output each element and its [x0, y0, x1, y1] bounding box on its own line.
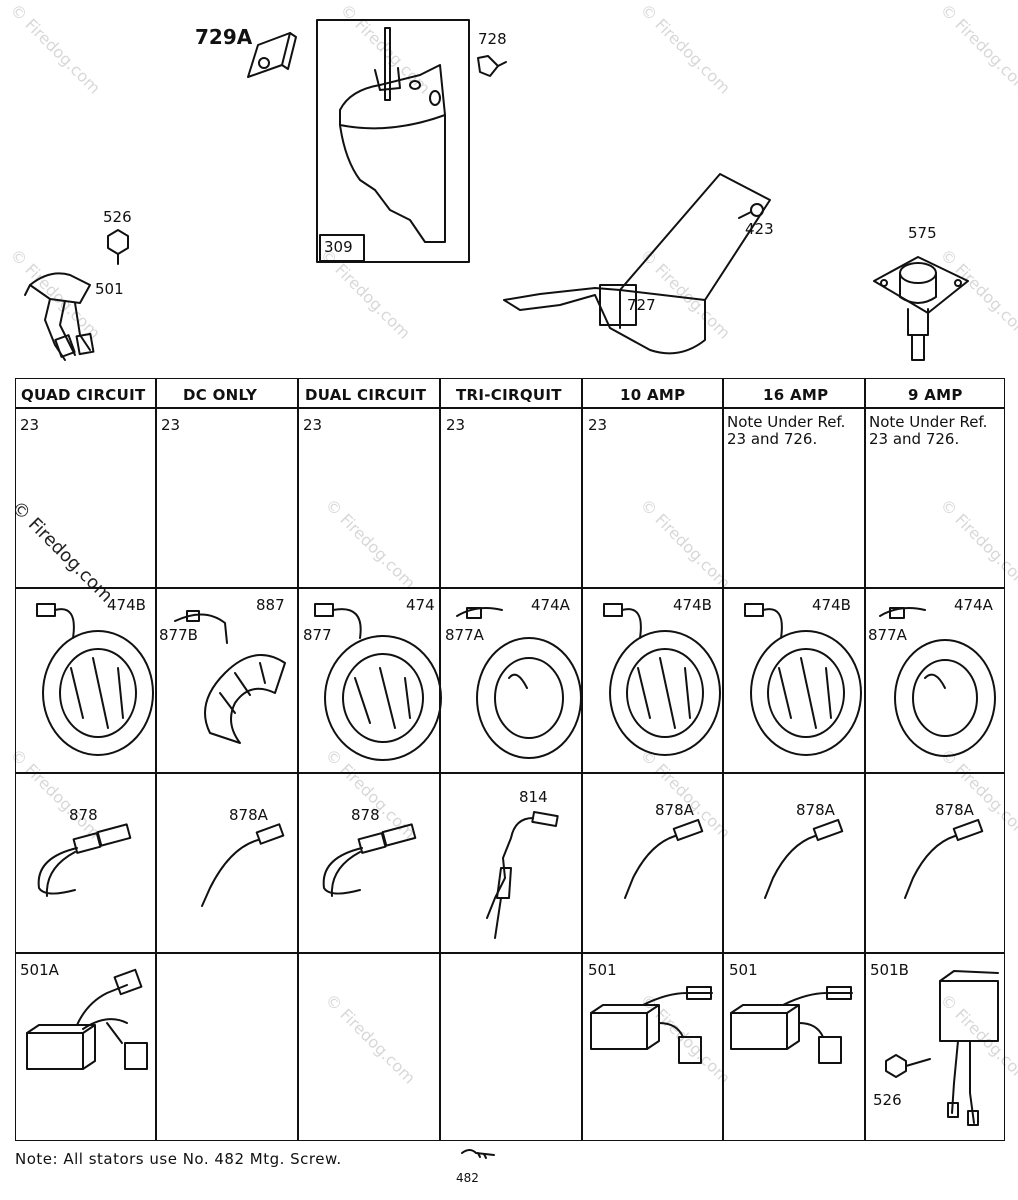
stator-ref: 474A	[954, 596, 993, 614]
harness-drawing	[322, 823, 417, 897]
stator-ref: 474	[406, 596, 435, 614]
regulator-drawing	[885, 970, 999, 1126]
harness-ref: 878A	[229, 806, 268, 824]
harness-drawing	[904, 818, 984, 899]
watermark: © Firedog.com	[6, 0, 105, 98]
regulator-ref: 501B	[870, 961, 909, 979]
engine-block-309-frame	[316, 19, 470, 263]
ref-23: 23	[161, 416, 181, 434]
ref-23: 23	[588, 416, 608, 434]
stator-table: QUAD CIRCUIT DC ONLY DUAL CIRCUIT TRI-CI…	[15, 378, 1005, 1141]
nut-ref: 526	[873, 1091, 902, 1109]
callout-526-top: 526	[103, 208, 132, 226]
callout-729a: 729A	[195, 25, 253, 49]
callout-309-box	[319, 234, 365, 262]
harness-ref: 878A	[796, 801, 835, 819]
regulator-drawing	[26, 968, 148, 1070]
harness-drawing	[624, 818, 704, 899]
screw-ref-482: 482	[456, 1171, 479, 1185]
callout-727: 727	[627, 296, 656, 314]
regulator-ref: 501A	[20, 961, 59, 979]
header-16-amp: 16 AMP	[763, 386, 829, 404]
regulator-ref: 501	[588, 961, 617, 979]
stator-lead-ref: 877A	[868, 626, 907, 644]
footer-note: Note: All stators use No. 482 Mtg. Screw…	[15, 1150, 342, 1168]
header-tri-circuit: TRI-CIRQUIT	[456, 386, 562, 404]
harness-ref: 878	[69, 806, 98, 824]
callout-728: 728	[478, 30, 507, 48]
harness-ref: 878A	[655, 801, 694, 819]
screw-423-drawing	[738, 203, 764, 219]
callout-575: 575	[908, 224, 937, 242]
stator-ref: 474B	[107, 596, 146, 614]
stator-drawing	[879, 607, 996, 757]
stator-lead-ref: 877A	[445, 626, 484, 644]
stator-drawing	[314, 603, 442, 761]
stator-ref: 474B	[673, 596, 712, 614]
header-dc-only: DC ONLY	[183, 386, 258, 404]
stator-lead-ref: 877B	[159, 626, 198, 644]
screw-728-drawing	[477, 55, 507, 77]
ref-23-note: Note Under Ref. 23 and 726.	[727, 413, 846, 448]
harness-drawing	[201, 823, 285, 907]
ref-23: 23	[446, 416, 466, 434]
stator-drawing	[603, 603, 721, 756]
regulator-ref: 501	[729, 961, 758, 979]
callout-423: 423	[745, 220, 774, 238]
header-quad-circuit: QUAD CIRCUIT	[21, 386, 146, 404]
watermark: © Firedog.com	[636, 0, 735, 98]
table-lines	[15, 378, 1005, 1141]
harness-drawing	[486, 810, 559, 939]
callout-309: 309	[324, 238, 353, 256]
harness-ref: 878	[351, 806, 380, 824]
harness-drawing	[37, 823, 132, 897]
header-10-amp: 10 AMP	[620, 386, 686, 404]
regulator-drawing	[730, 986, 853, 1064]
watermark: © Firedog.com	[936, 0, 1018, 98]
ref-23: 23	[303, 416, 323, 434]
callout-501-top: 501	[95, 280, 124, 298]
stator-ref: 474A	[531, 596, 570, 614]
stator-lead-ref: 877	[303, 626, 332, 644]
screw-482-drawing	[461, 1149, 495, 1159]
stator-drawing	[36, 603, 154, 756]
regulator-501-top-drawing	[24, 272, 95, 361]
header-9-amp: 9 AMP	[908, 386, 963, 404]
harness-ref: 878A	[935, 801, 974, 819]
bracket-729a-drawing	[247, 32, 297, 78]
stator-drawing	[744, 603, 862, 756]
stator-drawing	[456, 607, 582, 759]
harness-ref: 814	[519, 788, 548, 806]
bracket-727-drawing	[503, 173, 771, 355]
solenoid-575-drawing	[873, 256, 969, 361]
stator-ref: 887	[256, 596, 285, 614]
harness-drawing	[764, 818, 844, 899]
stator-ref: 474B	[812, 596, 851, 614]
stator-drawing	[174, 610, 286, 744]
ref-23: 23	[20, 416, 40, 434]
ref-23-note: Note Under Ref. 23 and 726.	[869, 413, 988, 448]
nut-526-drawing	[107, 229, 129, 265]
regulator-drawing	[590, 986, 713, 1064]
header-dual-circuit: DUAL CIRCUIT	[305, 386, 427, 404]
engine-block-309-drawing	[339, 27, 446, 243]
